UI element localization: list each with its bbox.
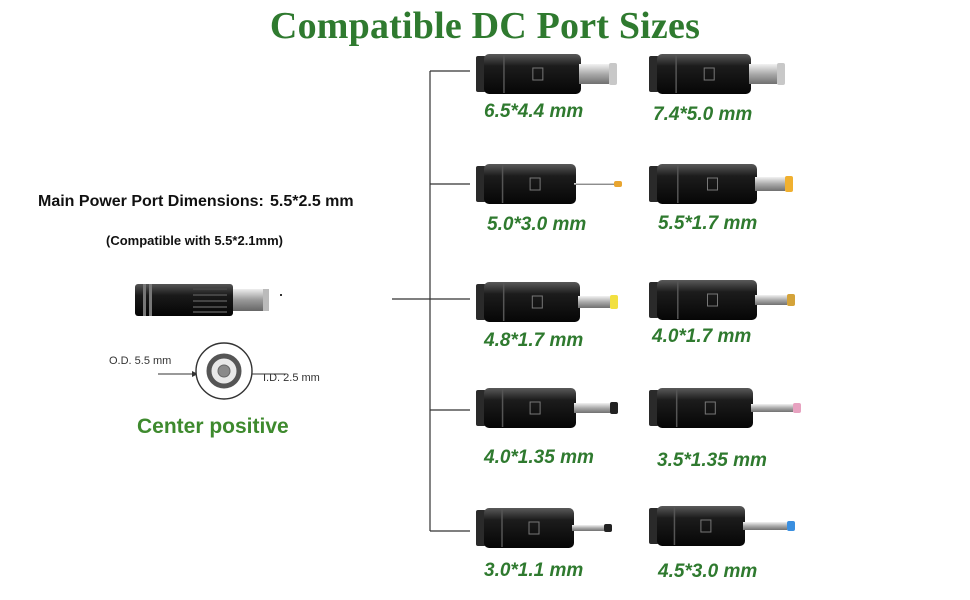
adapter-tip-4 <box>649 164 793 204</box>
adapter-size-label: 5.0*3.0 mm <box>487 214 587 235</box>
adapter-tip-7 <box>476 388 618 428</box>
adapter-tip-9 <box>476 508 612 548</box>
adapter-tip-10 <box>649 506 795 546</box>
id-label: I.D. 2.5 mm <box>263 372 320 384</box>
main-port-label: Main Power Port Dimensions: <box>38 193 264 210</box>
adapter-size-label: 3.0*1.1 mm <box>484 560 584 581</box>
adapter-size-label: 4.0*1.7 mm <box>652 326 752 347</box>
adapter-tip-6 <box>649 280 795 320</box>
polarity-label: Center positive <box>137 415 289 438</box>
adapter-size-label: 6.5*4.4 mm <box>484 101 584 122</box>
adapter-tip-1 <box>476 54 617 94</box>
adapter-size-label: 3.5*1.35 mm <box>657 450 767 471</box>
adapter-tip-3 <box>476 164 622 204</box>
port-cross-section-diagram <box>158 342 286 400</box>
adapter-size-label: 5.5*1.7 mm <box>658 213 758 234</box>
compatible-note: (Compatible with 5.5*2.1mm) <box>106 233 283 248</box>
adapter-size-label: 7.4*5.0 mm <box>653 104 753 125</box>
main-port-dimensions: Main Power Port Dimensions: 5.5*2.5 mm <box>38 193 354 211</box>
adapter-size-label: 4.5*3.0 mm <box>658 561 758 582</box>
adapter-size-label: 4.8*1.7 mm <box>484 330 584 351</box>
adapter-size-label: 4.0*1.35 mm <box>484 447 594 468</box>
main-port-value: 5.5*2.5 mm <box>270 193 354 210</box>
main-plug-image <box>135 284 269 316</box>
od-label: O.D. 5.5 mm <box>109 355 172 367</box>
adapter-tip-2 <box>649 54 785 94</box>
page-title: Compatible DC Port Sizes <box>269 5 701 47</box>
adapter-tip-8 <box>649 388 801 428</box>
dot-marker <box>280 294 282 296</box>
adapter-tip-5 <box>476 282 618 322</box>
